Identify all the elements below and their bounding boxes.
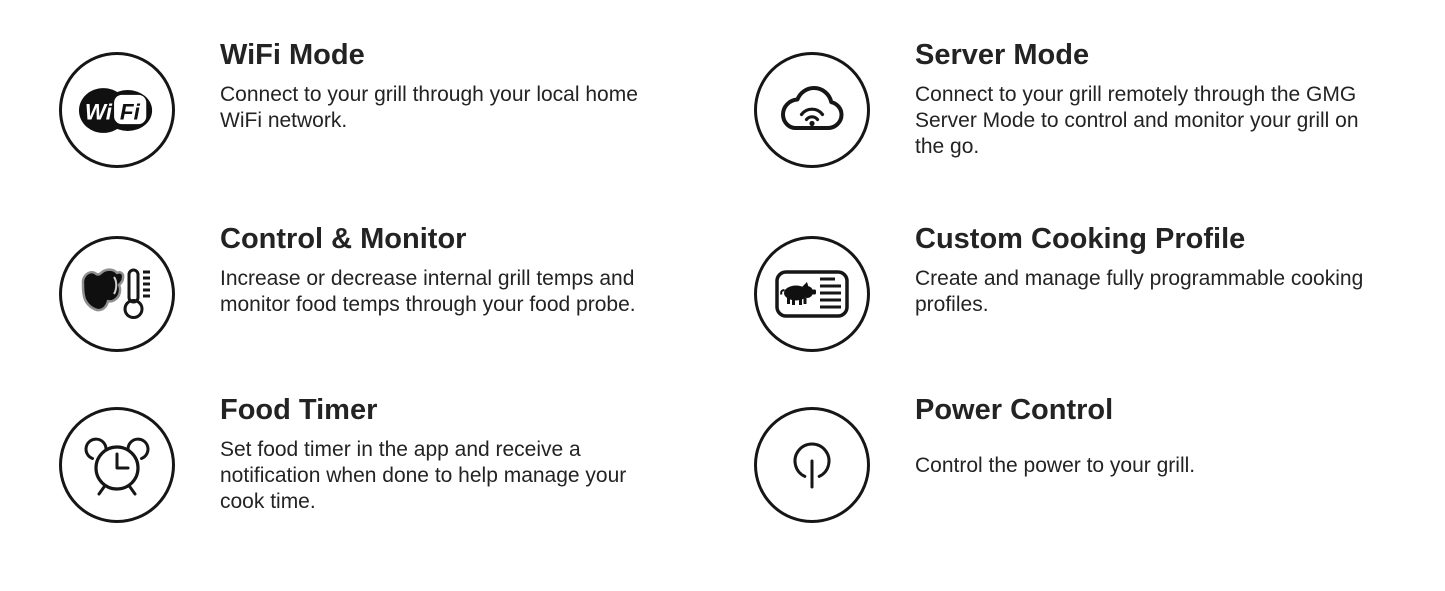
feature-text-block: Server Mode Connect to your grill remote… (915, 38, 1365, 160)
feature-row-3: Food Timer Set food timer in the app and… (59, 393, 1445, 523)
feature-text-block: WiFi Mode Connect to your grill through … (220, 38, 670, 134)
steak-thermometer-icon (59, 236, 175, 352)
feature-wifi-mode: Wi Fi WiFi Mode Connect to your grill th… (59, 38, 754, 168)
feature-row-2: Control & Monitor Increase or decrease i… (59, 222, 1445, 352)
feature-description: Connect to your grill through your local… (220, 83, 638, 132)
feature-title: WiFi Mode (220, 39, 365, 71)
feature-text-block: Control & Monitor Increase or decrease i… (220, 222, 670, 318)
feature-title: Power Control (915, 394, 1114, 426)
feature-title: Custom Cooking Profile (915, 223, 1246, 255)
feature-text-block: Food Timer Set food timer in the app and… (220, 393, 670, 515)
cooking-profile-card-icon (754, 236, 870, 352)
power-icon (754, 407, 870, 523)
svg-text:Fi: Fi (120, 99, 141, 124)
feature-description: Connect to your grill remotely through t… (915, 83, 1359, 158)
cloud-wifi-icon (754, 52, 870, 168)
feature-custom-cooking-profile: Custom Cooking Profile Create and manage… (754, 222, 1445, 352)
feature-food-timer: Food Timer Set food timer in the app and… (59, 393, 754, 523)
feature-server-mode: Server Mode Connect to your grill remote… (754, 38, 1445, 168)
feature-description: Create and manage fully programmable coo… (915, 267, 1364, 316)
alarm-clock-icon (59, 407, 175, 523)
feature-title: Control & Monitor (220, 223, 467, 255)
app-features-section: Wi Fi WiFi Mode Connect to your grill th… (59, 38, 1445, 523)
svg-text:Wi: Wi (85, 99, 113, 124)
feature-text-block: Custom Cooking Profile Create and manage… (915, 222, 1365, 318)
feature-title: Food Timer (220, 394, 378, 426)
feature-power-control: Power Control Control the power to your … (754, 393, 1445, 523)
feature-title: Server Mode (915, 39, 1090, 71)
feature-description: Control the power to your grill. (915, 454, 1196, 477)
feature-control-monitor: Control & Monitor Increase or decrease i… (59, 222, 754, 352)
feature-row-1: Wi Fi WiFi Mode Connect to your grill th… (59, 38, 1445, 168)
feature-description: Set food timer in the app and receive a … (220, 438, 627, 513)
feature-description: Increase or decrease internal grill temp… (220, 267, 636, 316)
wifi-logo-icon: Wi Fi (59, 52, 175, 168)
feature-text-block: Power Control Control the power to your … (915, 393, 1365, 479)
